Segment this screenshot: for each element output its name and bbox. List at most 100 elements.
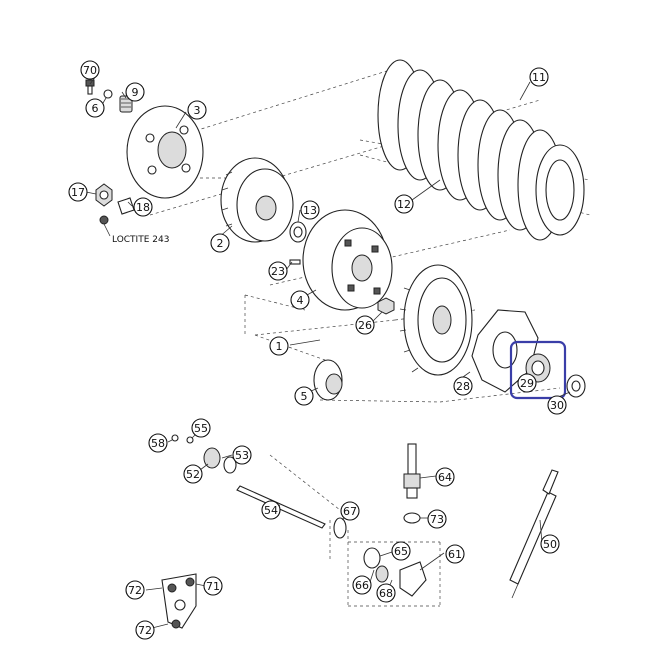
callout-67: 67 <box>340 501 360 521</box>
callout-3: 3 <box>187 100 207 120</box>
callout-70: 70 <box>80 60 100 80</box>
washer-30 <box>566 374 586 398</box>
callout-68: 68 <box>376 583 396 603</box>
loctite-label: LOCTITE 243 <box>112 235 169 245</box>
callout-circle <box>133 197 153 217</box>
syringe-tool <box>509 469 559 599</box>
callout-number: 66 <box>355 579 369 592</box>
callout-number: 3 <box>194 104 201 117</box>
callout-29: 29 <box>517 373 537 393</box>
callout-circle <box>427 509 447 529</box>
callout-11: 11 <box>529 67 549 87</box>
callout-number: 52 <box>186 468 200 481</box>
callout-circle <box>135 620 155 640</box>
callout-28: 28 <box>453 376 473 396</box>
callout-circle <box>85 98 105 118</box>
callout-number: 11 <box>532 71 546 84</box>
callout-50: 50 <box>540 534 560 554</box>
callout-number: 71 <box>206 580 220 593</box>
callout-72a: 72 <box>125 580 145 600</box>
lever-bracket <box>161 573 197 629</box>
clutch-basket <box>220 157 294 243</box>
callout-55: 55 <box>191 418 211 438</box>
callout-number: 29 <box>520 377 534 390</box>
clutch-disc-stack <box>377 59 585 241</box>
callout-circle <box>187 100 207 120</box>
callout-circle <box>517 373 537 393</box>
callout-number: 53 <box>235 449 249 462</box>
callout-71: 71 <box>203 576 223 596</box>
callout-number: 13 <box>303 204 317 217</box>
callout-4: 4 <box>290 290 310 310</box>
callout-circle <box>68 182 88 202</box>
callout-number: 73 <box>430 513 444 526</box>
callout-13: 13 <box>300 200 320 220</box>
callout-number: 64 <box>438 471 452 484</box>
callout-circle <box>529 67 549 87</box>
callout-circle <box>391 541 411 561</box>
callout-circle <box>355 315 375 335</box>
spring-screw-set <box>85 79 133 113</box>
callout-circle <box>300 200 320 220</box>
callout-9: 9 <box>125 82 145 102</box>
callout-72b: 72 <box>135 620 155 640</box>
callout-circle <box>352 575 372 595</box>
callout-66: 66 <box>352 575 372 595</box>
callout-number: 2 <box>217 237 224 250</box>
callout-circle <box>125 580 145 600</box>
release-bearing-set <box>171 434 237 474</box>
callout-number: 70 <box>83 64 97 77</box>
callout-circle <box>290 290 310 310</box>
callout-5: 5 <box>294 386 314 406</box>
callout-circle <box>445 544 465 564</box>
callout-2: 2 <box>210 233 230 253</box>
callout-53: 53 <box>232 445 252 465</box>
callout-circle <box>203 576 223 596</box>
callout-circle <box>125 82 145 102</box>
callout-number: 23 <box>271 265 285 278</box>
callout-number: 72 <box>128 584 142 597</box>
primary-gear <box>399 264 473 376</box>
callout-23: 23 <box>268 261 288 281</box>
nut-washer <box>95 183 135 237</box>
callout-circle <box>376 583 396 603</box>
callout-30: 30 <box>547 395 567 415</box>
inner-clutch-hub <box>302 209 393 311</box>
callout-number: 58 <box>151 437 165 450</box>
callout-circle <box>232 445 252 465</box>
callout-number: 9 <box>132 86 139 99</box>
callout-52: 52 <box>183 464 203 484</box>
callout-number: 54 <box>264 504 278 517</box>
callout-1: 1 <box>269 336 289 356</box>
callout-number: 17 <box>71 186 85 199</box>
callout-circle <box>340 501 360 521</box>
callout-circle <box>80 60 100 80</box>
callout-number: 68 <box>379 587 393 600</box>
callout-65: 65 <box>391 541 411 561</box>
callout-circle <box>148 433 168 453</box>
pressure-plate <box>126 105 204 199</box>
callout-58: 58 <box>148 433 168 453</box>
callout-circle <box>547 395 567 415</box>
callout-number: 50 <box>543 538 557 551</box>
callout-73: 73 <box>427 509 447 529</box>
callout-circle <box>394 194 414 214</box>
callout-circle <box>210 233 230 253</box>
callout-number: 65 <box>394 545 408 558</box>
o-ring-73 <box>403 512 421 524</box>
o-ring-67 <box>333 517 347 539</box>
push-rod <box>236 485 326 529</box>
callout-number: 55 <box>194 422 208 435</box>
callout-number: 1 <box>276 340 283 353</box>
callout-64: 64 <box>435 467 455 487</box>
callout-circle <box>269 336 289 356</box>
callout-circle <box>183 464 203 484</box>
callout-number: 4 <box>297 294 304 307</box>
callout-number: 6 <box>92 102 99 115</box>
callout-number: 30 <box>550 399 564 412</box>
callout-17: 17 <box>68 182 88 202</box>
callout-6: 6 <box>85 98 105 118</box>
